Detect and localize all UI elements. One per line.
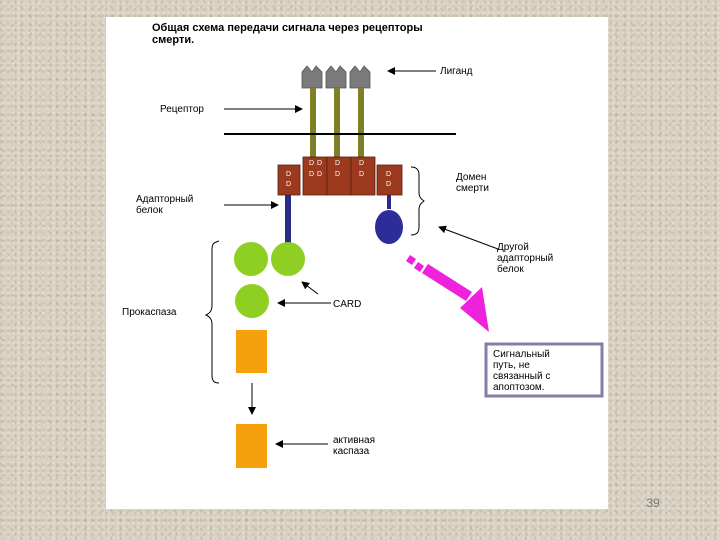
slide: Общая схема передачи сигнала через рецеп… [106, 17, 608, 509]
signal-box-line4: апоптозом. [493, 382, 545, 393]
ligand-shape [325, 65, 347, 89]
procaspase-label: Прокаспаза [122, 307, 177, 318]
active-caspase-label-line1: активная [333, 435, 375, 446]
dd-letter: D [335, 160, 340, 167]
other-adapter-label-line1: Другой [497, 242, 529, 253]
signal-box-line1: Сигнальный [493, 349, 550, 360]
receptor-label: Рецептор [160, 104, 204, 115]
active-caspase-label-line2: каспаза [333, 446, 370, 457]
adapter-label-line2: белок [136, 204, 163, 216]
death-domain-box [277, 164, 301, 196]
dd-letter: D [317, 171, 322, 178]
card-label-arrow [301, 281, 319, 295]
diagram-title-line1: Общая схема передачи сигнала через рецеп… [152, 22, 423, 34]
death-domain-box [302, 156, 328, 196]
dd-letter: D [335, 171, 340, 178]
receptor-stem [358, 88, 364, 165]
signal-box-line2: путь, не [493, 360, 530, 371]
receptor-stem [310, 88, 316, 165]
card-domains [234, 242, 305, 318]
dd-letter: D [359, 171, 364, 178]
dd-letter: D [286, 181, 291, 188]
active-caspase-box [236, 424, 267, 468]
signal-diagram: Общая схема передачи сигнала через рецеп… [122, 22, 604, 468]
death-domain-box [376, 164, 403, 196]
card-domain [235, 284, 269, 318]
ligand-shape [301, 65, 323, 89]
procaspase-box [236, 330, 267, 373]
dd-letter: D [286, 171, 291, 178]
receptor-stem [334, 88, 340, 165]
adapter-protein-stem [285, 195, 291, 246]
card-domain [234, 242, 268, 276]
page-number: 39 [646, 496, 660, 510]
receptor-stems [310, 88, 364, 165]
diagram-title-line2: смерти. [152, 34, 194, 46]
other-adapter-protein [375, 210, 403, 244]
ligand-shape [349, 65, 371, 89]
other-adapter-label-line3: белок [497, 263, 524, 275]
dd-letter: D [359, 160, 364, 167]
death-domain-group: D D D D D D D D D D D D [277, 156, 403, 196]
signal-box-line3: связанный с [493, 371, 550, 382]
ligand-label: Лиганд [440, 66, 473, 77]
adapter-label-line1: Адапторный [136, 194, 193, 205]
card-label: CARD [333, 299, 361, 310]
death-domain-box [350, 156, 376, 196]
dd-letter: D [309, 160, 314, 167]
signal-arrow [406, 255, 489, 332]
ligand-group [301, 65, 371, 89]
other-adapter-arrow [438, 225, 499, 250]
other-adapter-label-line2: адапторный [497, 253, 553, 264]
dd-letter: D [317, 160, 322, 167]
death-domain-bracket [410, 166, 425, 236]
procaspase-bracket [204, 240, 220, 384]
death-domain-label-line2: смерти [456, 183, 489, 194]
dd-letter: D [309, 171, 314, 178]
other-adapter-stem [387, 195, 391, 209]
signal-path-box [484, 342, 604, 398]
dd-letter: D [386, 181, 391, 188]
dd-letter: D [386, 171, 391, 178]
death-domain-label-line1: Домен [456, 172, 486, 183]
card-domain [271, 242, 305, 276]
